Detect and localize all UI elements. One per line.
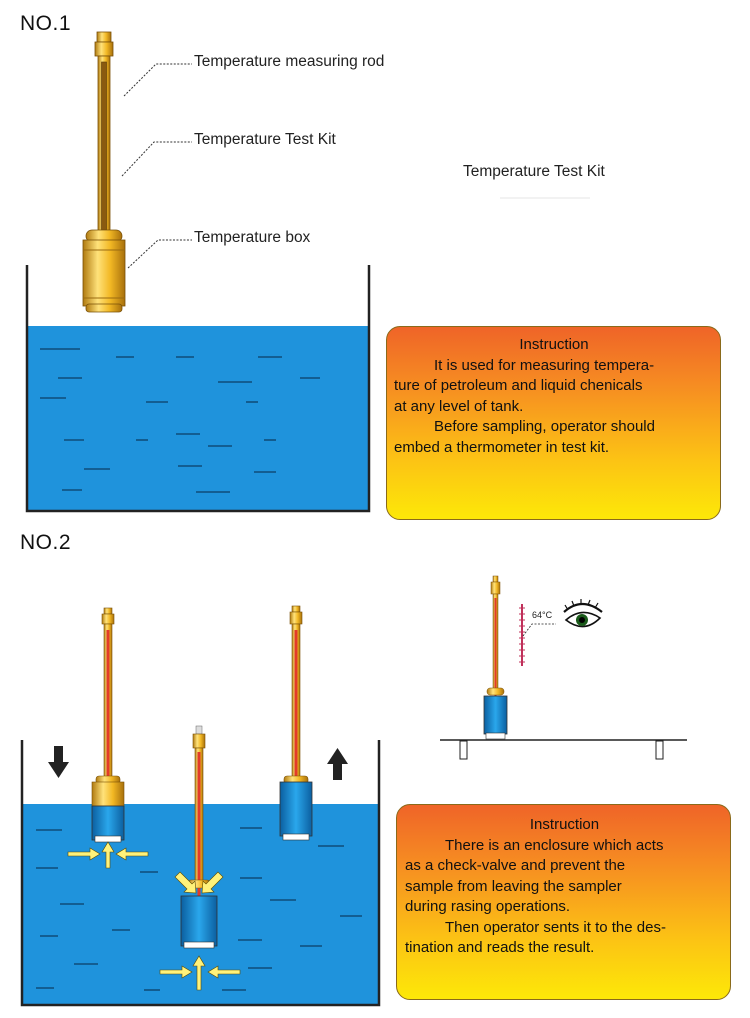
sampler-submerged [180,725,218,949]
temperature-test-kit-1 [82,31,126,313]
side-title: Temperature Test Kit [463,163,605,180]
instruction-box-1: Instruction It is used for measuring tem… [386,326,721,520]
instruction-line: It is used for measuring tempera- [434,356,655,374]
temperature-box [82,239,126,307]
instruction-box-2: Instruction There is an enclosure which … [396,804,731,1000]
eye-icon [563,599,603,628]
instruction-line: tination and reads the result. [405,939,595,956]
instruction-line: Then operator sents it to the des- [445,918,666,936]
label-temperature-measuring-rod: Temperature measuring rod [194,53,385,70]
instruction-line: during rasing operations. [405,898,571,915]
instruction-title: Instruction [519,336,589,353]
tank-2-walls [20,740,381,1007]
lowering-arrow-icon [48,746,69,778]
tank-1-ripples [40,348,320,493]
thermometer-reading: 64°C [532,610,553,620]
section1-heading: NO.1 [20,12,72,35]
sampler-descending [91,607,125,843]
instruction-line: as a check-valve and prevent the [405,857,626,874]
instruction-title: Instruction [529,816,600,833]
instruction-line: sample from leaving the sampler [405,877,622,895]
tank-1 [25,265,371,513]
inflow-arrows-b [159,871,241,991]
instruction-line: Before sampling, operator should [434,418,655,435]
instruction-line: ture of petroleum and liquid chenicals [394,377,643,394]
tank-2-ripples [36,827,362,991]
section2-heading: NO.2 [20,531,72,554]
sampler-ascending [279,605,313,841]
tank-1-walls [25,265,371,513]
rod-cap [96,31,112,43]
raising-arrow-icon [327,748,348,780]
instruction-line: There is an enclosure which acts [445,836,664,854]
instruction-line: embed a thermometer in test kit. [394,438,610,456]
reading-station [440,575,687,760]
instruction-line: at any level of tank. [394,397,524,415]
tank-1-liquid [28,326,368,510]
callout-leaders [121,63,192,269]
label-temperature-test-kit: Temperature Test Kit [194,131,336,148]
inflow-arrows-a [67,841,149,869]
label-temperature-box: Temperature box [194,229,311,246]
